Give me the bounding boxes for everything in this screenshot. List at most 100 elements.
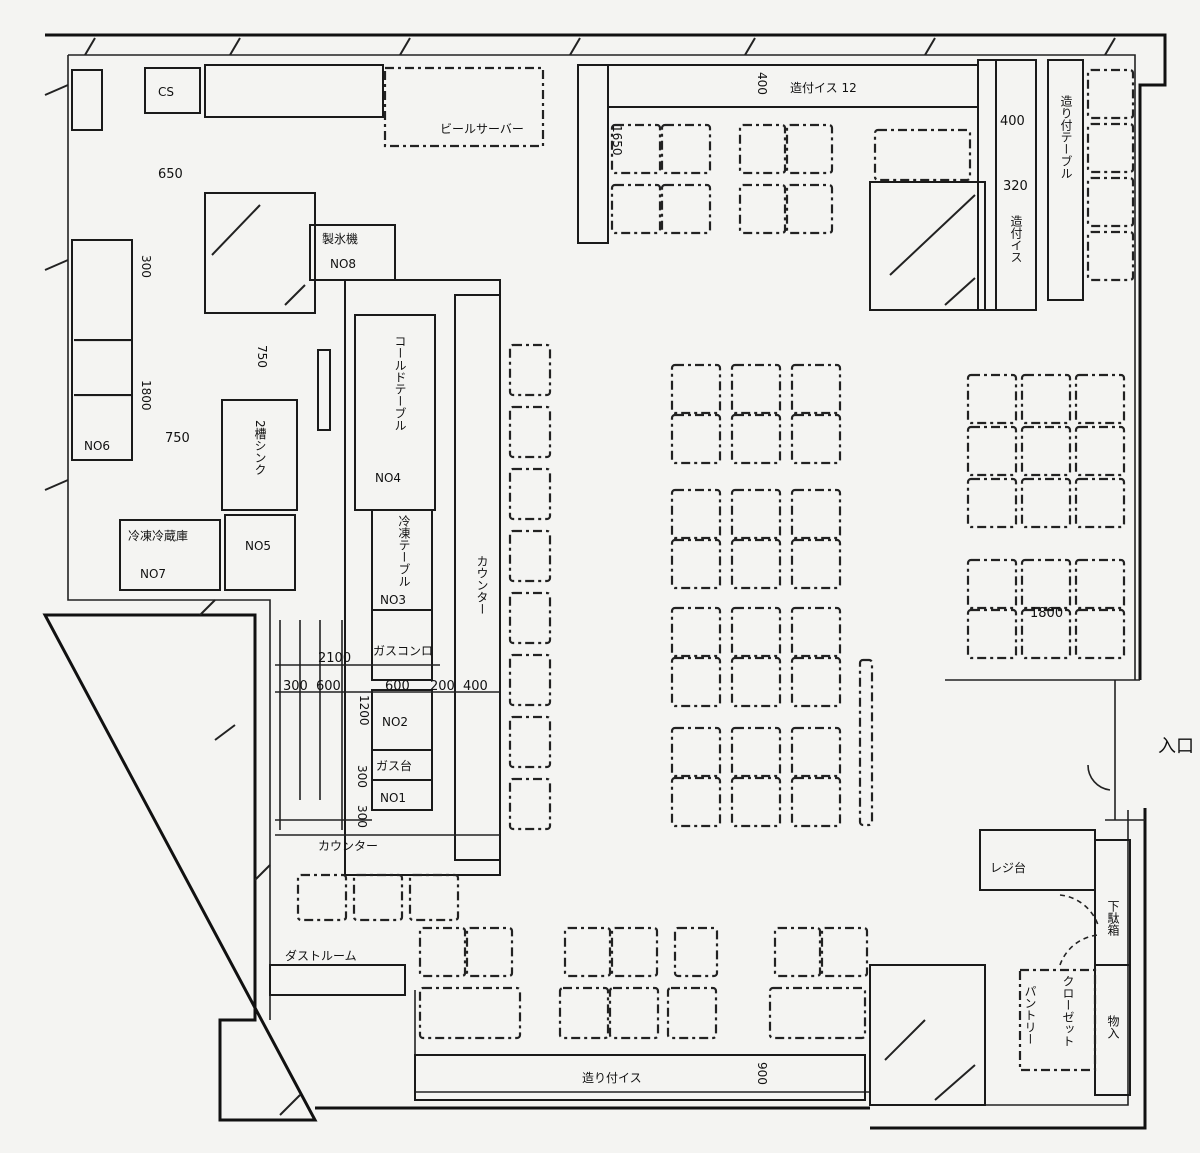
sink (221, 399, 298, 511)
table-outline (508, 467, 552, 521)
table-outline (418, 926, 467, 978)
shelf-no6 (71, 239, 133, 461)
label-storage: 物入 (1106, 1015, 1120, 1039)
table-outline (966, 477, 1018, 529)
dim-200: 200 (430, 679, 455, 694)
right-fixtures (607, 59, 1131, 1106)
no5-unit (224, 514, 296, 591)
table-outline (1074, 425, 1126, 477)
table-outline (730, 606, 782, 658)
drainboard (317, 349, 331, 431)
table-outline (1020, 608, 1072, 660)
dim-300b: 300 (283, 679, 308, 694)
table-outline (660, 183, 712, 235)
table-outline (1074, 477, 1126, 529)
dim-1800a: 1800 (139, 380, 153, 411)
table-outline (1074, 608, 1126, 660)
table-outline (670, 488, 722, 540)
table-outline (858, 658, 874, 827)
column-box (204, 192, 316, 314)
dim-400a: 400 (463, 679, 488, 694)
table-outline (1086, 230, 1135, 282)
label-no5: NO5 (245, 539, 271, 553)
table-outline (730, 776, 782, 828)
table-outline (563, 926, 612, 978)
table-outline (670, 538, 722, 590)
table-outline (508, 343, 552, 397)
label-entrance: 入口 (1158, 736, 1194, 757)
built-in-table (1047, 59, 1084, 301)
label-bench-top: 造付イス 12 (790, 81, 857, 95)
table-outline (730, 363, 782, 415)
table-outline (670, 606, 722, 658)
table-outline (610, 183, 662, 235)
table-outline (1086, 176, 1135, 228)
label-shoe-box: 下駄箱 (1106, 900, 1120, 936)
label-counter-horizontal: カウンター (318, 839, 378, 853)
table-outline (730, 413, 782, 465)
dim-900: 900 (755, 1062, 769, 1085)
label-ice-maker: 製氷機 (322, 231, 358, 246)
table-outline (610, 123, 662, 175)
counter-top (454, 294, 501, 861)
table-outline (558, 986, 610, 1040)
dim-600b: 600 (385, 679, 410, 694)
table-outline (508, 715, 552, 769)
table-outline (408, 873, 460, 922)
table-outline (1020, 477, 1072, 529)
table-outline (768, 986, 867, 1040)
table-outline (670, 363, 722, 415)
table-outline (790, 606, 842, 658)
label-no2: NO2 (382, 715, 408, 729)
cs-unit (144, 67, 201, 114)
table-outline (673, 926, 719, 978)
table-outline (1020, 373, 1072, 425)
table-outline (738, 183, 787, 235)
labels: CS ビールサーバー 650 製氷機 NO8 300 1800 NO6 750 … (84, 72, 1194, 1085)
table-outline (608, 986, 660, 1040)
table-outline (790, 363, 842, 415)
table-outline (1074, 373, 1126, 425)
table-outline (738, 123, 787, 175)
label-bench-bottom: 造り付イス (582, 1071, 642, 1085)
table-outline (465, 926, 514, 978)
dim-1650: 1650 (610, 125, 624, 156)
partition-wall (577, 64, 609, 244)
table-outline (790, 726, 842, 778)
table-outline (966, 558, 1018, 610)
table-outline (966, 425, 1018, 477)
dim-2100: 2100 (318, 651, 351, 666)
label-built-in-chair: 造付イス (1009, 215, 1023, 263)
built-in-chair (995, 59, 1037, 311)
table-outline (670, 726, 722, 778)
label-no8: NO8 (330, 257, 356, 271)
table-outline (610, 926, 659, 978)
dim-320: 320 (1003, 179, 1028, 194)
kitchen-fixtures (71, 64, 866, 1101)
dim-1800b: 1800 (1030, 606, 1063, 621)
dim-1200: 1200 (357, 695, 371, 726)
table-outline (790, 776, 842, 828)
beer-server-area (383, 66, 545, 148)
table-outline (1086, 122, 1135, 174)
dim-650: 650 (158, 167, 183, 182)
table-outline (508, 591, 552, 645)
table-outline (1074, 558, 1126, 610)
label-pantry: パントリー (1023, 985, 1037, 1045)
table-outline (1020, 425, 1072, 477)
label-no4: NO4 (375, 471, 401, 485)
label-freezer-table: 冷凍テーブル (397, 515, 411, 587)
label-no6: NO6 (84, 439, 110, 453)
fridge-no7 (119, 519, 221, 591)
table-outline (730, 538, 782, 590)
table-outline (790, 413, 842, 465)
table-outline (773, 926, 822, 978)
outer-walls (42, 33, 1167, 1130)
table-outline (820, 926, 869, 978)
column-box-bottom (869, 964, 986, 1106)
table-outline (660, 123, 712, 175)
label-dust: ダストルーム (285, 948, 357, 963)
dim-300c: 300 (355, 765, 369, 788)
table-outline (730, 488, 782, 540)
table-outline (296, 873, 348, 922)
